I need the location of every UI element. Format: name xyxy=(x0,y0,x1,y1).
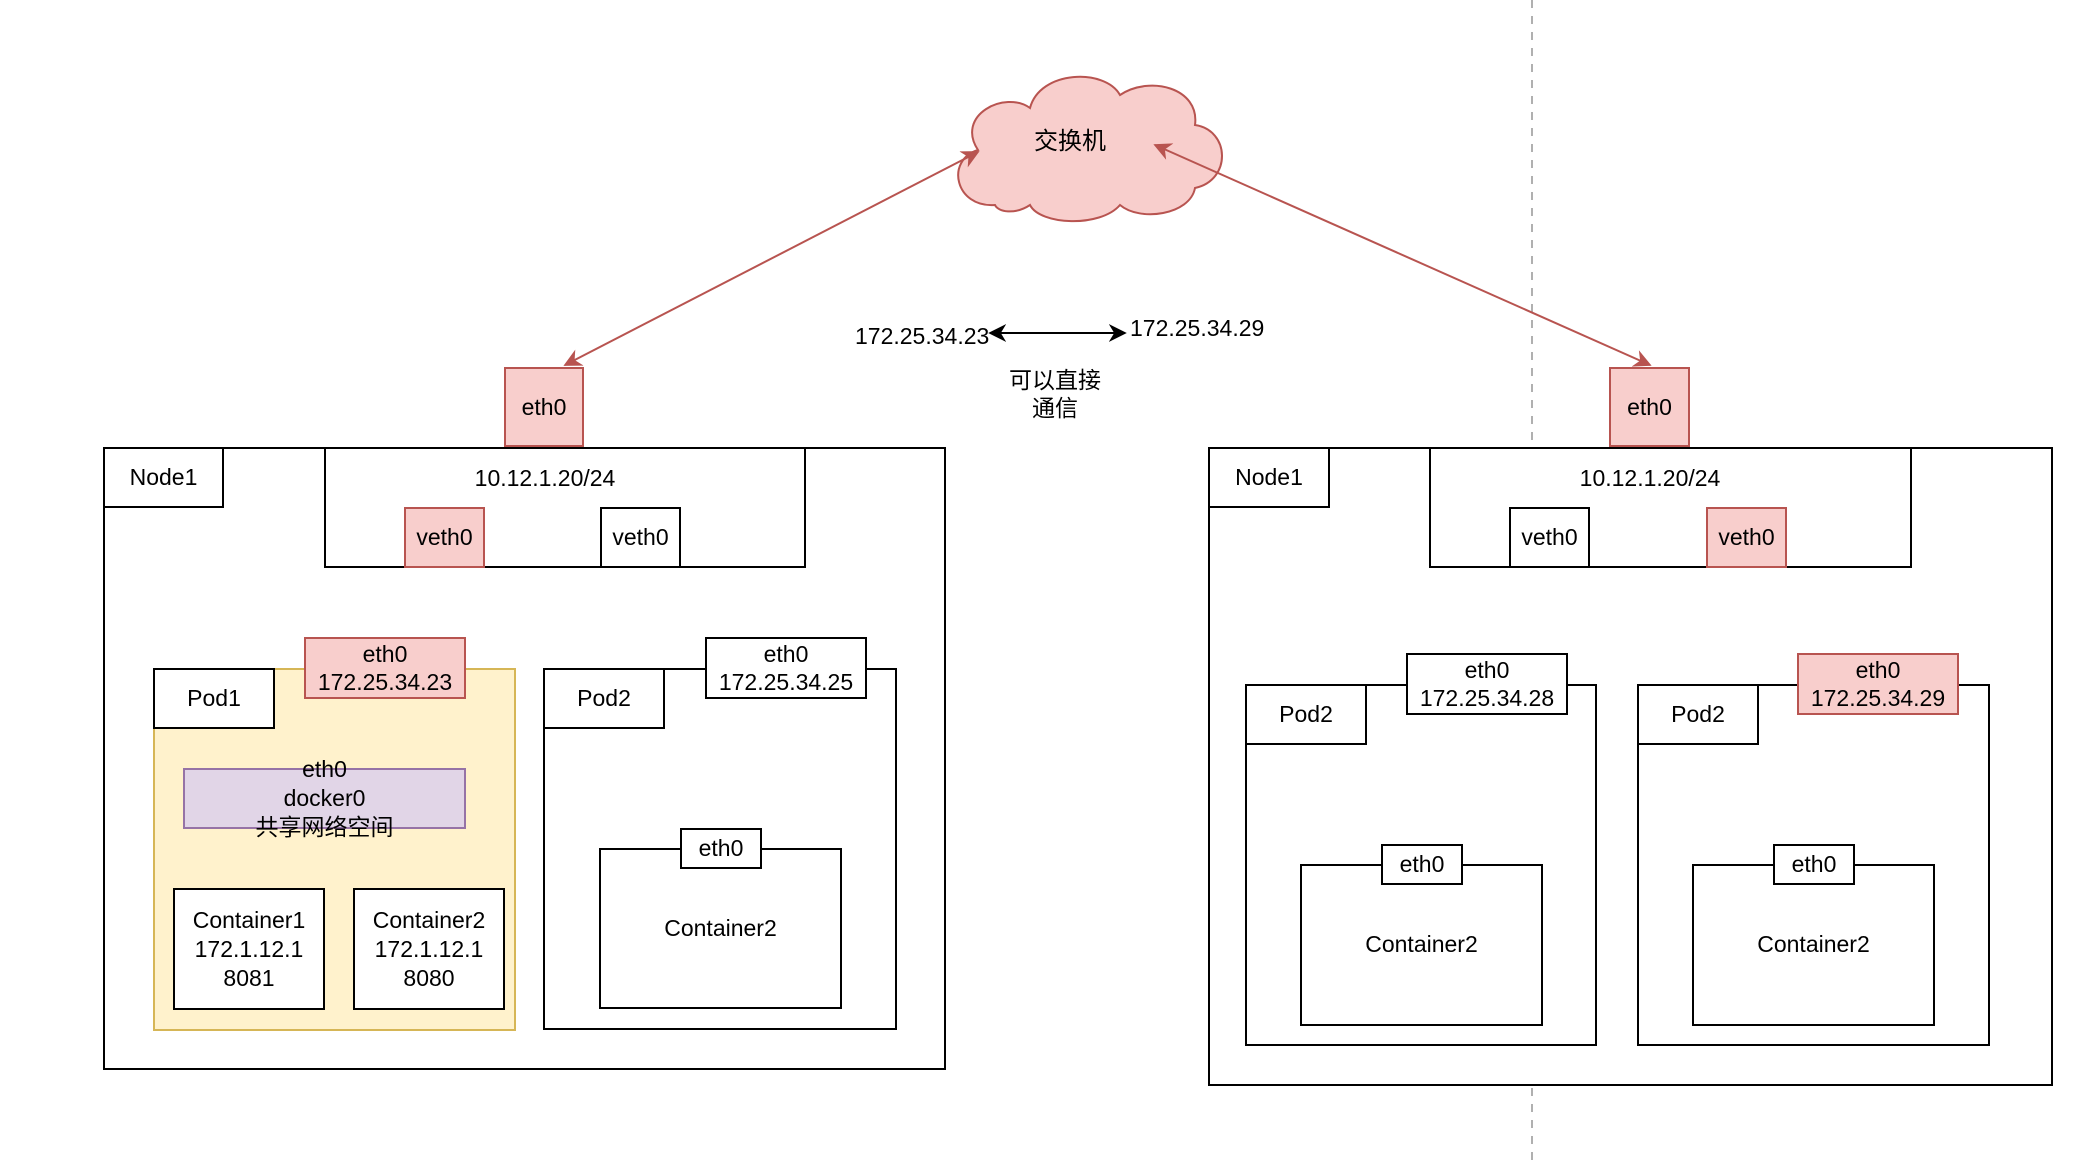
pod2-left-title: Pod2 xyxy=(543,668,665,729)
pod-b-right-container-eth0: eth0 xyxy=(1773,844,1855,885)
pod1-docker0 xyxy=(183,768,466,829)
switch-label: 交换机 xyxy=(1034,128,1106,155)
pod-a-right-container-eth0: eth0 xyxy=(1381,844,1463,885)
pod1-title: Pod1 xyxy=(153,668,275,729)
node-left-eth0: eth0 xyxy=(504,367,584,447)
pod1-docker0-label: eth0 docker0 共享网络空间 xyxy=(255,756,394,840)
pod-a-right-eth0: eth0 172.25.34.28 xyxy=(1406,653,1568,715)
node-right-veth-b: veth0 xyxy=(1706,507,1787,568)
pod1-container2: Container2 172.1.12.1 8080 xyxy=(353,888,505,1010)
pod1-container1: Container1 172.1.12.1 8081 xyxy=(173,888,325,1010)
left-ip-note: 172.25.34.23 xyxy=(855,323,990,349)
pod-b-right-container-label: Container2 xyxy=(1757,931,1870,957)
pod-b-right-title: Pod2 xyxy=(1637,684,1759,745)
node-left-title: Node1 xyxy=(103,447,224,508)
pod-b-right-container xyxy=(1692,864,1935,1026)
link-switch-right xyxy=(1153,143,1652,367)
right-ip-note: 172.25.34.29 xyxy=(1130,315,1265,341)
node-left-subnet: 10.12.1.20/24 xyxy=(474,465,616,491)
node-right-veth-a: veth0 xyxy=(1509,507,1590,568)
pod-b-right-eth0: eth0 172.25.34.29 xyxy=(1797,653,1959,715)
pod2-left-container-eth0: eth0 xyxy=(680,828,762,869)
node-left-veth-b: veth0 xyxy=(600,507,681,568)
node-right-eth0: eth0 xyxy=(1609,367,1690,447)
node-left-veth-a: veth0 xyxy=(404,507,485,568)
pod1-eth0: eth0 172.25.34.23 xyxy=(304,637,466,699)
node-right-title: Node1 xyxy=(1208,447,1330,508)
pod2-left-eth0: eth0 172.25.34.25 xyxy=(705,637,867,699)
pod2-left-container-label: Container2 xyxy=(664,915,777,941)
link-switch-left xyxy=(563,151,980,366)
pod-a-right-container-label: Container2 xyxy=(1365,931,1478,957)
pod-a-right-title: Pod2 xyxy=(1245,684,1367,745)
node-right-subnet: 10.12.1.20/24 xyxy=(1579,465,1721,491)
pod-a-right-container xyxy=(1300,864,1543,1026)
pod2-left-container xyxy=(599,848,842,1009)
direct-communication-note: 可以直接 通信 xyxy=(1009,367,1101,422)
